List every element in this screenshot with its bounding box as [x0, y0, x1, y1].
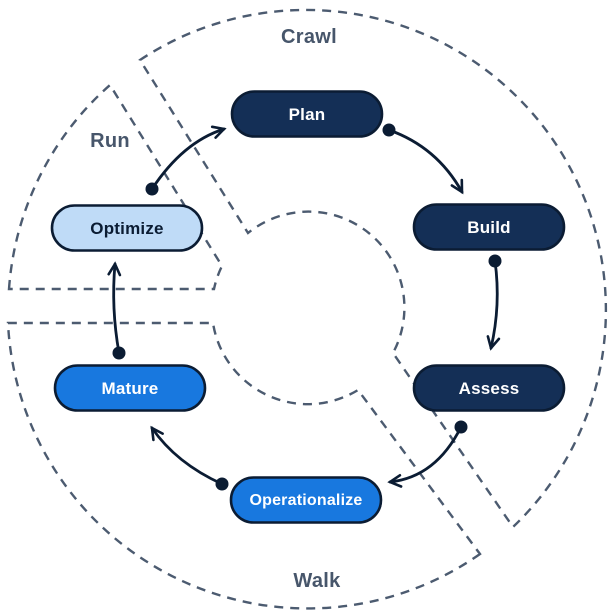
stage-pill-label: Mature — [102, 379, 159, 398]
arrow-plan-to-build — [382, 123, 464, 195]
stage-pill-label: Operationalize — [249, 492, 362, 509]
stage-pill-build: Build — [412, 203, 566, 251]
stage-pill-label: Plan — [289, 105, 326, 124]
phase-segment-crawl — [138, 8, 608, 529]
arrow-operationalize-to-mature — [150, 425, 229, 491]
stage-pill-assess: Assess — [412, 364, 566, 412]
phase-label-run: Run — [90, 130, 130, 152]
stage-pill-mature: Mature — [53, 364, 207, 412]
arrow-head — [486, 335, 501, 351]
stage-pill-shape — [230, 90, 384, 138]
arrow-curve — [489, 259, 499, 350]
phase-label-crawl: Crawl — [281, 26, 337, 48]
stage-pill-label: Build — [467, 218, 511, 237]
stage-pill-plan: Plan — [230, 90, 384, 138]
stage-pill-label: Assess — [459, 379, 520, 398]
arrow-curve — [150, 127, 226, 191]
stage-pill-shape — [412, 203, 566, 251]
phase-segment-walk — [6, 321, 482, 610]
arrow-head — [150, 425, 164, 442]
stage-pill-shape — [229, 476, 383, 524]
arrow-curve — [112, 262, 121, 355]
phase-label-walk: Walk — [293, 570, 341, 592]
arrow-mature-to-optimize — [107, 261, 126, 360]
arrow-head — [387, 474, 403, 488]
stage-pill-label: Optimize — [90, 219, 163, 238]
arrow-build-to-assess — [486, 254, 502, 351]
arrow-assess-to-operationalize — [387, 420, 468, 488]
arrow-head — [210, 125, 227, 139]
arrow-head — [450, 178, 464, 195]
stage-pill-shape — [412, 364, 566, 412]
stage-pill-optimize: Optimize — [50, 204, 204, 252]
arrow-curve — [388, 425, 463, 484]
stage-pill-operationalize: Operationalize — [229, 476, 383, 524]
stage-pill-shape — [50, 204, 204, 252]
arrow-head — [107, 261, 122, 277]
arrow-curve — [150, 426, 224, 486]
arrow-curve — [387, 128, 464, 194]
stage-pill-shape — [53, 364, 207, 412]
arrow-optimize-to-plan — [145, 125, 227, 196]
phase-segment-run — [7, 83, 224, 291]
